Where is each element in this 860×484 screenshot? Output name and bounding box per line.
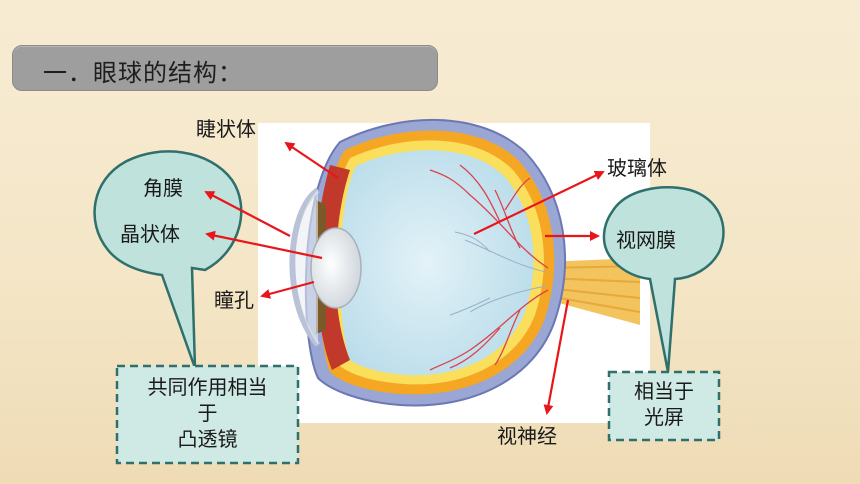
left-note-text: 共同作用相当 于 凸透镜 xyxy=(117,374,298,452)
label-optic-nerve: 视神经 xyxy=(497,424,557,448)
label-cornea: 角膜 xyxy=(143,176,183,200)
arrow-ciliary-body xyxy=(284,141,339,179)
right-note-line-2: 光屏 xyxy=(644,405,684,429)
arrow-lens xyxy=(205,230,323,260)
label-pupil: 瞳孔 xyxy=(214,288,254,312)
label-lens: 晶状体 xyxy=(120,222,180,246)
left-callout-bubble xyxy=(93,150,243,369)
arrow-optic-nerve xyxy=(543,299,570,415)
arrow-cornea xyxy=(204,191,291,237)
right-note-box xyxy=(607,370,721,442)
left-note-box xyxy=(115,364,300,465)
title-bar: 一．眼球的结构： xyxy=(12,45,438,91)
right-callout-bubble xyxy=(602,186,725,373)
left-note-line-2: 于 xyxy=(197,401,218,425)
right-note-line-1: 相当于 xyxy=(634,379,694,403)
optic-nerve-shape xyxy=(544,258,641,325)
arrow-pupil xyxy=(260,280,315,299)
right-note-text: 相当于 光屏 xyxy=(609,378,719,430)
eyeball-shape xyxy=(289,118,566,407)
left-note-line-3: 凸透镜 xyxy=(177,427,238,451)
label-vitreous: 玻璃体 xyxy=(607,156,667,180)
page-title: 一．眼球的结构： xyxy=(43,59,243,87)
label-retina: 视网膜 xyxy=(616,228,676,252)
label-ciliary-body: 睫状体 xyxy=(196,117,256,141)
left-note-line-1: 共同作用相当 xyxy=(147,375,268,399)
arrow-vitreous xyxy=(473,170,605,235)
